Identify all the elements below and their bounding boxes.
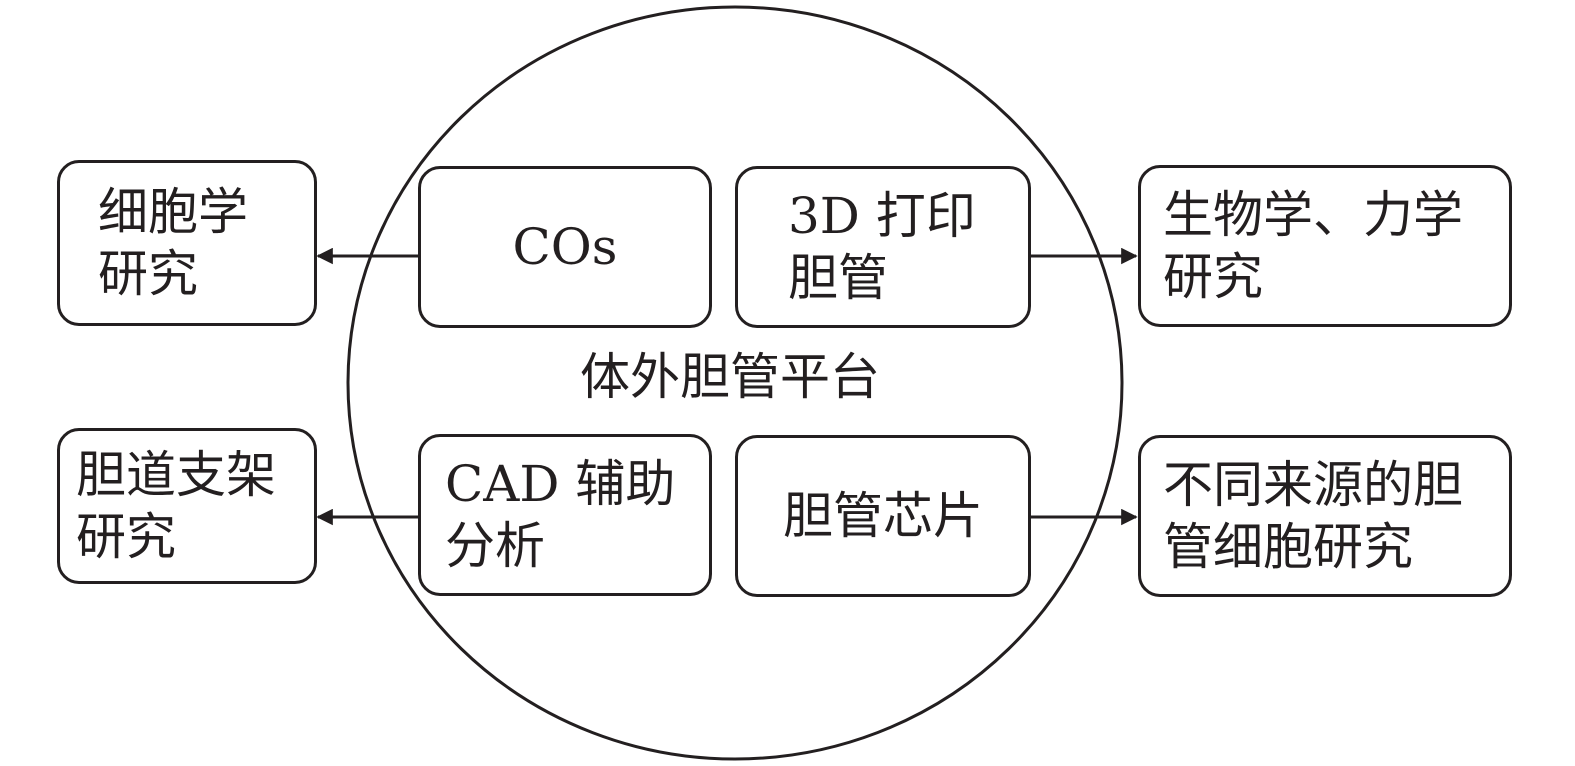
chip-label: 胆管芯片 <box>783 487 983 545</box>
3d-print-label: 3D 打印 胆管 <box>788 187 976 307</box>
cell-source-study-box: 不同来源的胆 管细胞研究 <box>1138 435 1512 597</box>
platform-title: 体外胆管平台 <box>580 348 880 406</box>
cos-box: COs <box>418 166 712 328</box>
platform-circle <box>346 5 1124 761</box>
cell-source-study-label: 不同来源的胆 管细胞研究 <box>1163 456 1463 576</box>
3d-print-box: 3D 打印 胆管 <box>735 166 1031 328</box>
biomech-study-label: 生物学、力学 研究 <box>1163 186 1463 306</box>
cell-study-box: 细胞学 研究 <box>57 160 317 326</box>
stent-study-label: 胆道支架 研究 <box>76 446 276 566</box>
cad-box: CAD 辅助 分析 <box>418 434 712 596</box>
cad-label: CAD 辅助 分析 <box>445 455 676 575</box>
cos-label: COs <box>512 218 618 276</box>
biomech-study-box: 生物学、力学 研究 <box>1138 165 1512 327</box>
chip-box: 胆管芯片 <box>735 435 1031 597</box>
stent-study-box: 胆道支架 研究 <box>57 428 317 584</box>
cell-study-label: 细胞学 研究 <box>98 183 248 303</box>
